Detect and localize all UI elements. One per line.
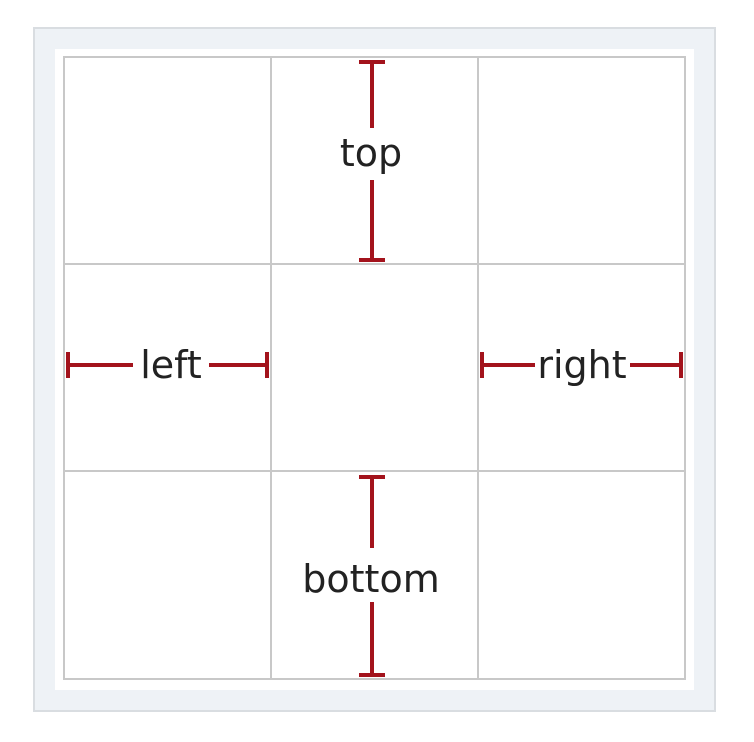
grid-outer-border [63, 56, 686, 680]
right-label: right [537, 343, 626, 387]
diagram-panel [55, 49, 694, 690]
right-dimension-marker [480, 352, 683, 378]
diagram-frame [33, 27, 716, 712]
left-dimension-marker [66, 352, 269, 378]
bottom-label: bottom [302, 557, 439, 601]
top-label: top [340, 131, 402, 175]
grid [63, 56, 686, 680]
left-label: left [140, 343, 202, 387]
top-dimension-marker [359, 60, 385, 262]
bottom-dimension-marker [359, 475, 385, 677]
